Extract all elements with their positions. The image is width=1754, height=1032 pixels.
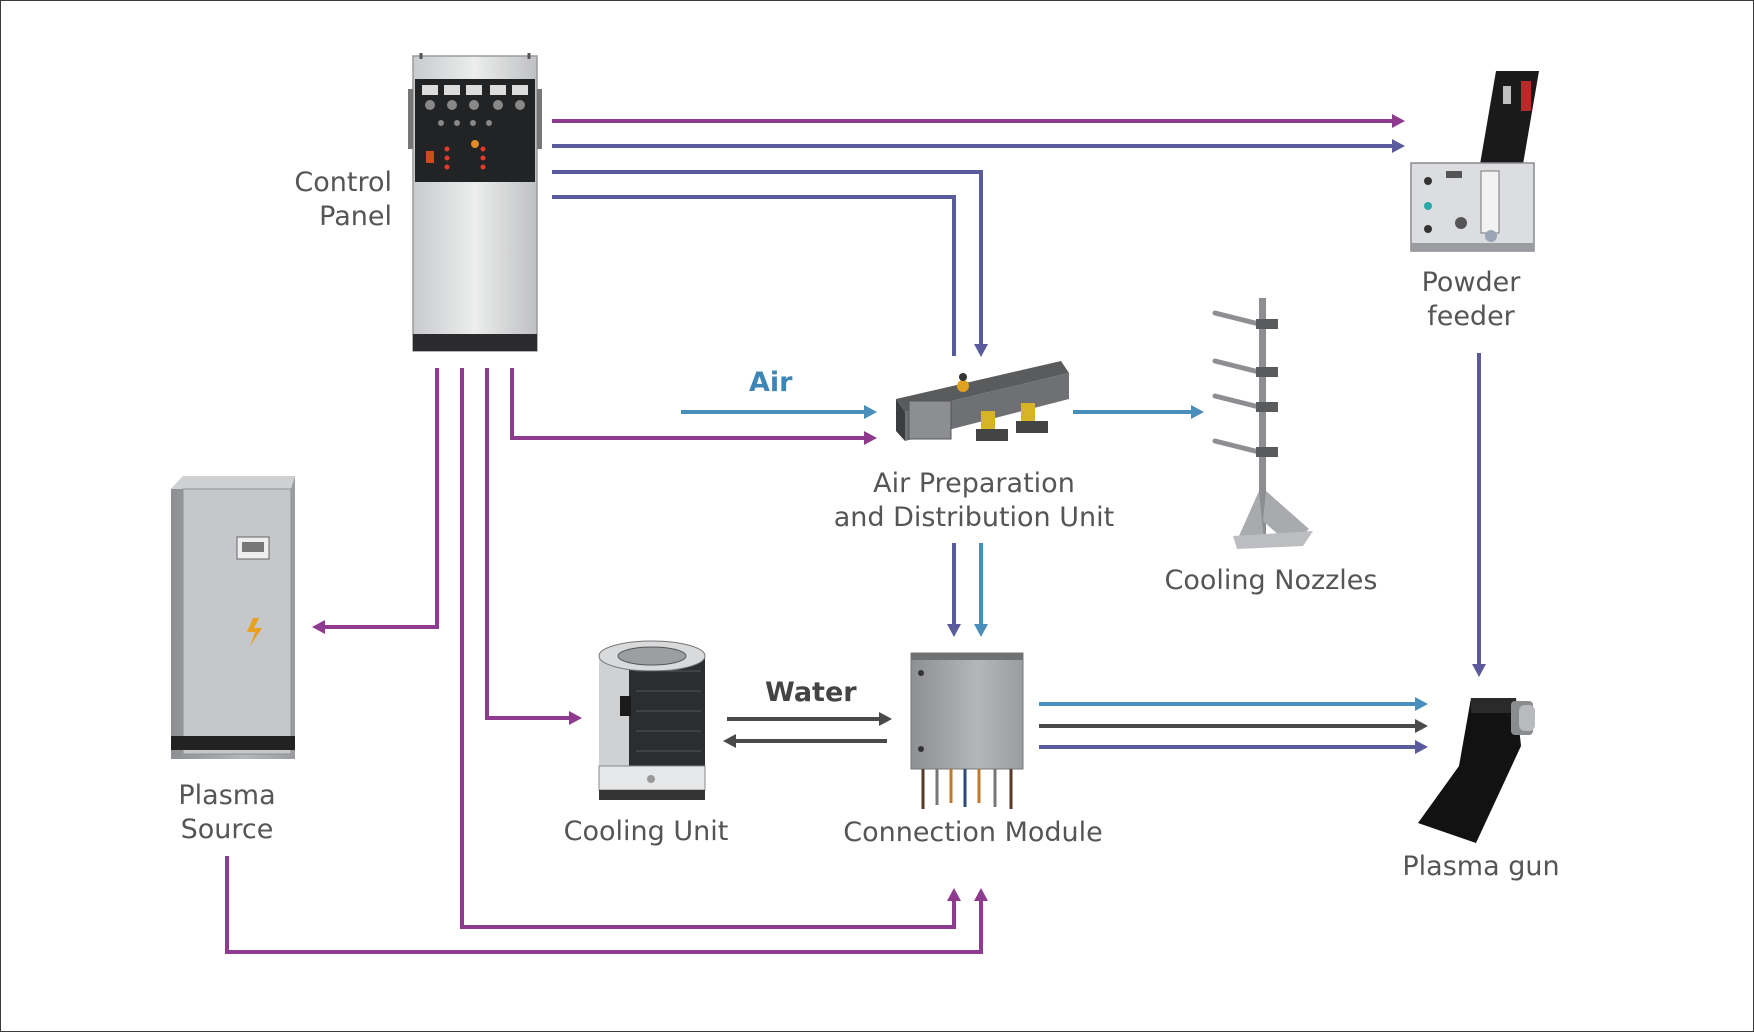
connection-lines: [225, 119, 1481, 954]
arrowhead: [864, 405, 877, 419]
arrow-heads: [312, 114, 1486, 901]
line-control-to-air-b: [552, 195, 956, 356]
arrowhead: [1191, 405, 1204, 419]
arrowhead: [1415, 740, 1428, 754]
arrowhead: [723, 734, 736, 748]
arrowhead: [879, 712, 892, 726]
label-plasma-source: Plasma Source: [178, 780, 276, 845]
arrowhead: [974, 624, 988, 637]
arrowhead: [947, 624, 961, 637]
connection-box-icon: [910, 652, 1024, 809]
power-cabinet-icon: [171, 476, 295, 759]
line-control-to-module: [460, 368, 956, 929]
arrowhead: [1392, 114, 1405, 128]
label-cooling-unit: Cooling Unit: [563, 816, 729, 847]
line-control-to-air-a: [552, 170, 983, 351]
arrowhead: [569, 711, 582, 725]
arrowhead: [1472, 664, 1486, 677]
arrowhead: [974, 344, 988, 357]
label-control-panel: Control Panel: [294, 167, 392, 232]
air-distribution-manifold-icon: [896, 361, 1069, 441]
powder-feeder-icon: [1410, 71, 1539, 252]
arrowhead: [864, 431, 877, 445]
label-cooling-nozzles: Cooling Nozzles: [1164, 565, 1378, 596]
label-plasma-gun: Plasma gun: [1402, 851, 1560, 882]
line-control-to-source: [317, 368, 439, 629]
line-control-to-cooling-unit: [485, 368, 576, 720]
label-powder-feeder: Powder feeder: [1421, 267, 1521, 332]
flow-label-water: Water: [765, 677, 857, 708]
label-connection-module: Connection Module: [843, 817, 1103, 848]
chiller-icon: [598, 640, 706, 800]
arrowhead: [1392, 139, 1405, 153]
arrowhead: [312, 620, 325, 634]
nozzle-stand-icon: [1212, 298, 1313, 549]
arrowhead: [974, 888, 988, 901]
arrowhead: [1415, 697, 1428, 711]
control-cabinet-icon: [408, 53, 542, 352]
plasma-torch-icon: [1418, 698, 1535, 843]
label-air-unit: Air Preparation and Distribution Unit: [833, 468, 1115, 533]
line-control-to-air-power: [510, 368, 872, 440]
line-source-to-module: [225, 856, 983, 954]
arrowhead: [947, 888, 961, 901]
flow-label-air: Air: [749, 367, 793, 398]
arrowhead: [1415, 719, 1428, 733]
